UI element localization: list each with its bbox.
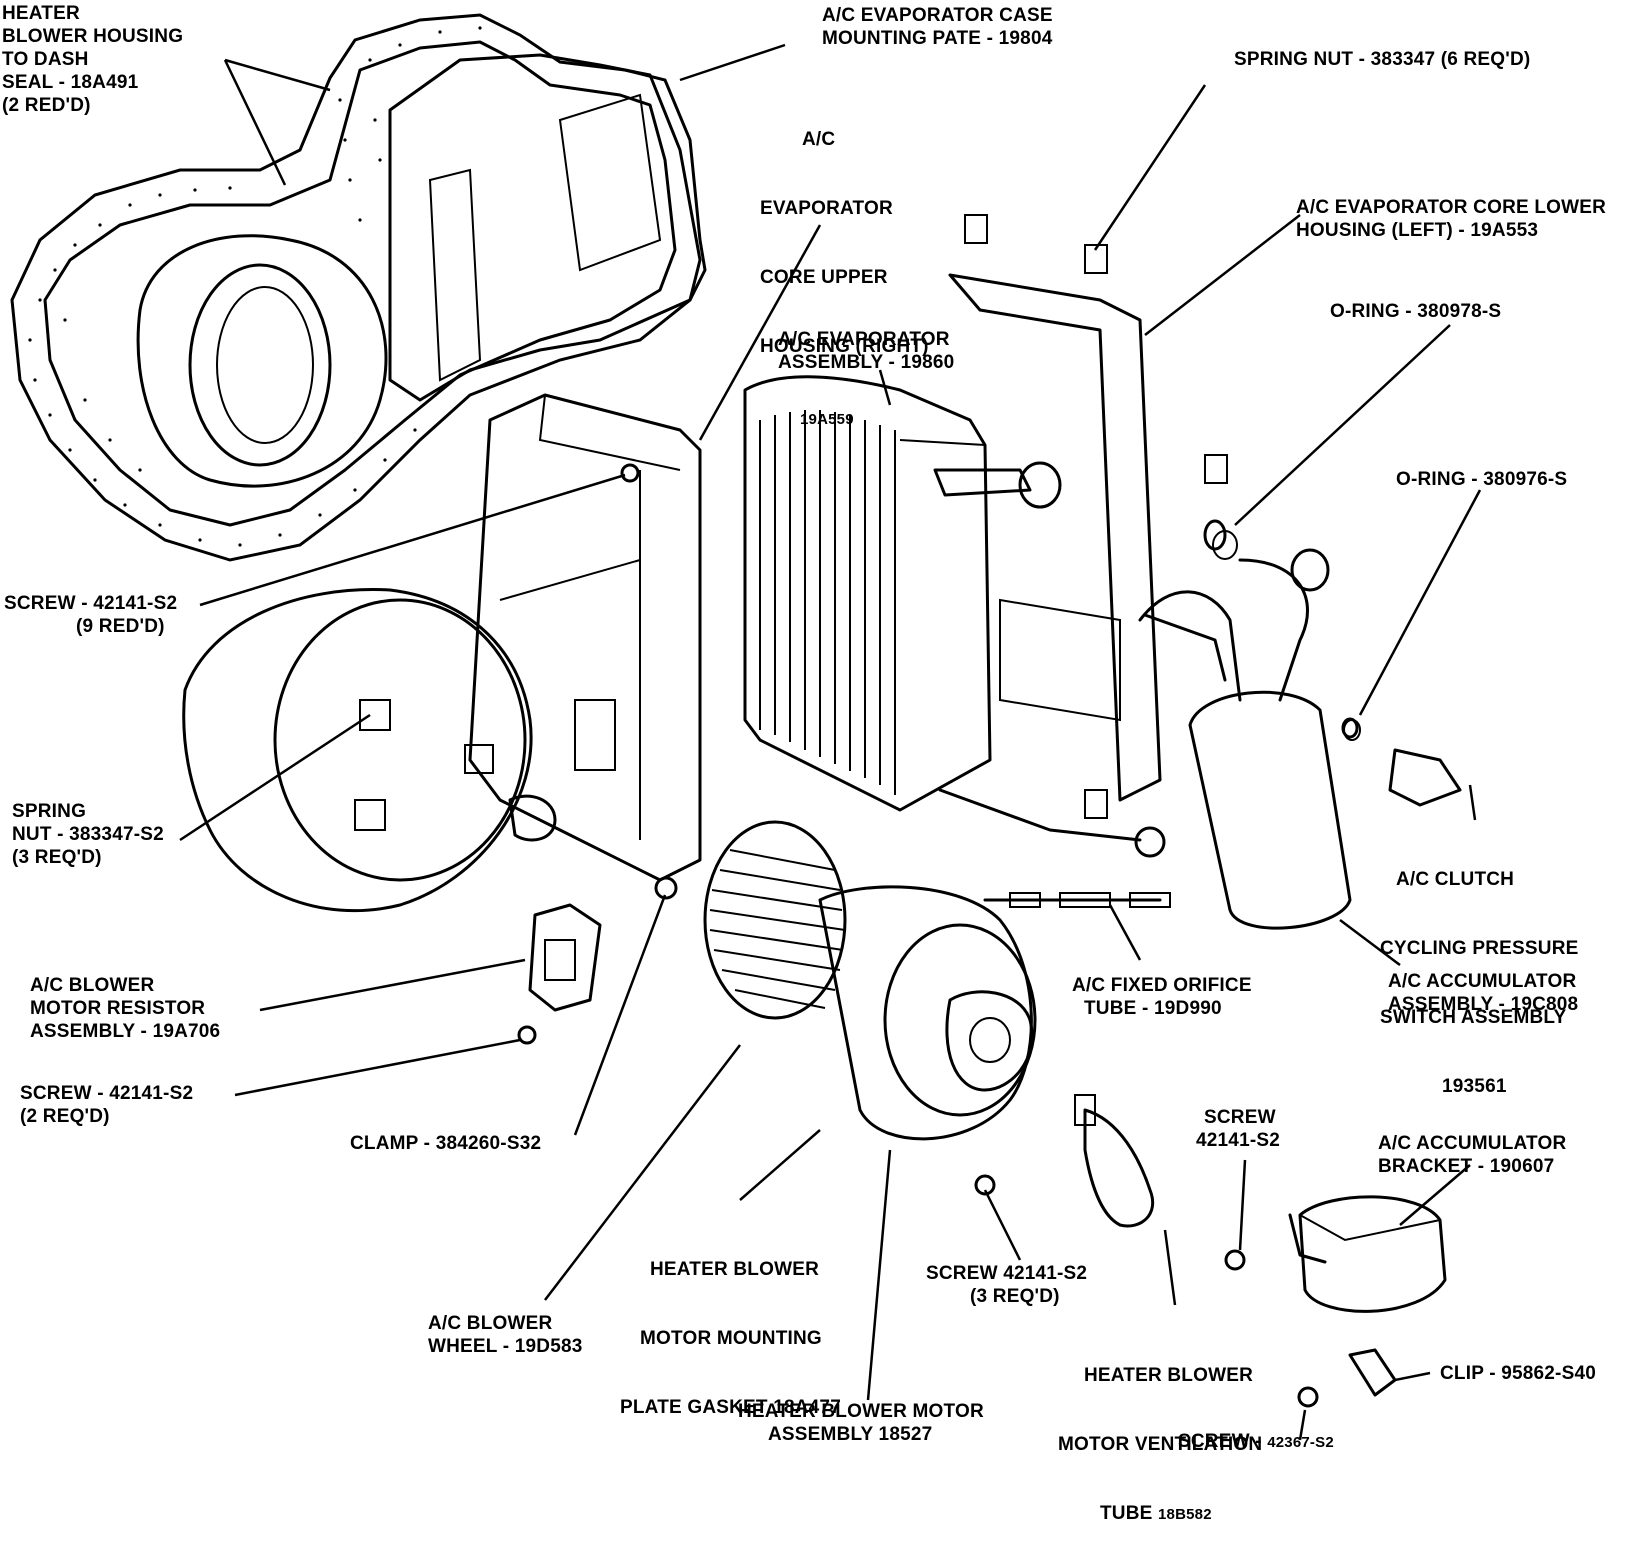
bracket-drawing (1288, 1195, 1447, 1397)
label-oring-380976: O-RING - 380976-S (1396, 469, 1568, 490)
fasteners-drawing (517, 463, 1359, 1408)
label-screw-3: SCREW 42141-S2(3 REQ'D) (926, 1263, 1088, 1307)
orifice-tube-drawing (983, 892, 1171, 908)
exploded-parts-diagram (10, 13, 1482, 1441)
blower-scroll-drawing (136, 234, 388, 488)
vent-tube-drawing (1074, 1094, 1155, 1228)
case-mounting-plate-drawing (388, 53, 702, 402)
accumulator-drawing (1138, 530, 1462, 930)
blower-housing-drawing (182, 588, 557, 913)
label-screw-bottom: SCREW - 42367-S2 (1178, 1431, 1334, 1452)
label-clip: CLIP - 95862-S40 (1440, 1363, 1596, 1384)
label-clamp: CLAMP - 384260-S32 (350, 1133, 542, 1154)
blower-wheel-drawing (703, 820, 847, 1020)
leader-lines (179, 43, 1482, 1441)
label-clutch-switch: A/C CLUTCH CYCLING PRESSURE SWITCH ASSEM… (1380, 869, 1579, 1097)
label-gasket: HEATER BLOWER MOTOR MOUNTING PLATE GASKE… (620, 1259, 841, 1418)
blower-motor-drawing (818, 885, 1037, 1141)
upper-housing-drawing (468, 393, 702, 882)
resistor-drawing (528, 903, 602, 1012)
label-upper-housing: A/C EVAPORATOR CORE UPPER HOUSING (RIGHT… (760, 129, 929, 428)
lower-housing-drawing (948, 214, 1228, 819)
evaporator-core-drawing (743, 375, 1166, 858)
label-spring-nut-6: SPRING NUT - 383347 (6 REQ'D) (1234, 49, 1531, 70)
label-screw-9: SCREW - 42141-S2(9 RED'D) (4, 593, 178, 637)
label-screw-2: SCREW - 42141-S2(2 REQ'D) (20, 1083, 194, 1127)
label-vent-tube: HEATER BLOWER MOTOR VENTILATION TUBE 18B… (1058, 1365, 1263, 1524)
label-oring-380978: O-RING - 380978-S (1330, 301, 1502, 322)
